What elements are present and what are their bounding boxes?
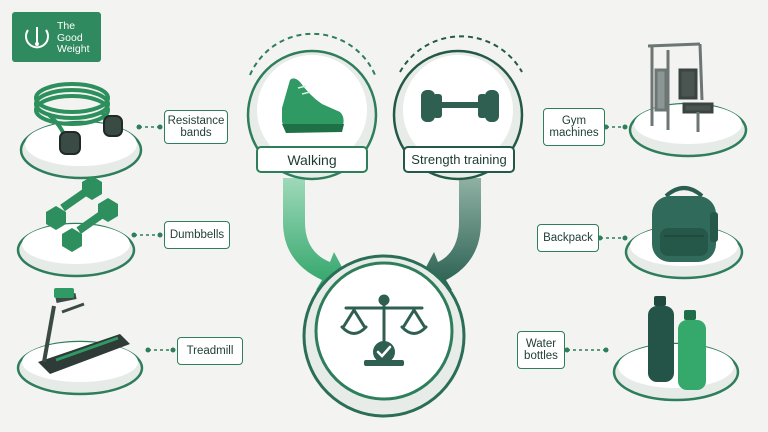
walking-label: Walking <box>256 146 368 173</box>
water-bottles-icon <box>648 296 706 390</box>
resistance-bands-line-1: Resistance <box>167 114 225 127</box>
right-pedestal-1 <box>628 102 748 158</box>
balance-scale-check-icon <box>340 294 428 366</box>
backpack-icon <box>652 186 718 262</box>
strength-dashed-arc <box>399 35 523 73</box>
dashed-connectors <box>134 126 625 351</box>
sneaker-icon <box>282 78 344 133</box>
backpack-label: Backpack <box>537 224 599 252</box>
arrow-walking-to-hub <box>283 178 352 290</box>
resistance-bands-line-2: bands <box>180 127 212 139</box>
resistance-band-icon <box>34 82 123 155</box>
brand-logo[interactable]: The Good Weight <box>12 12 101 62</box>
gym-machine-icon <box>647 42 714 132</box>
arrow-strength-to-hub <box>416 178 481 290</box>
gym-machines-line-1: Gym <box>561 114 587 127</box>
treadmill-label: Treadmill <box>177 337 243 365</box>
right-pedestal-3 <box>612 342 740 402</box>
strength-dumbbell-icon <box>421 90 499 122</box>
water-bottles-line-1: Water <box>525 337 557 350</box>
strength-training-label: Strength training <box>403 146 515 173</box>
dumbbells-icon <box>46 176 118 252</box>
dumbbells-label: Dumbbells <box>164 221 230 249</box>
brand-line-2: Good <box>57 31 83 44</box>
treadmill-icon <box>38 288 130 374</box>
water-bottles-line-2: bottles <box>524 350 558 362</box>
brand-line-3: Weight <box>57 43 90 55</box>
brand-line-1: The <box>57 20 76 32</box>
gym-machines-line-2: machines <box>549 127 599 139</box>
left-pedestal-1 <box>19 120 143 180</box>
scale-dial-icon <box>25 27 49 49</box>
walking-dashed-arc <box>249 32 376 76</box>
brand-name: The Good Weight <box>57 20 99 56</box>
